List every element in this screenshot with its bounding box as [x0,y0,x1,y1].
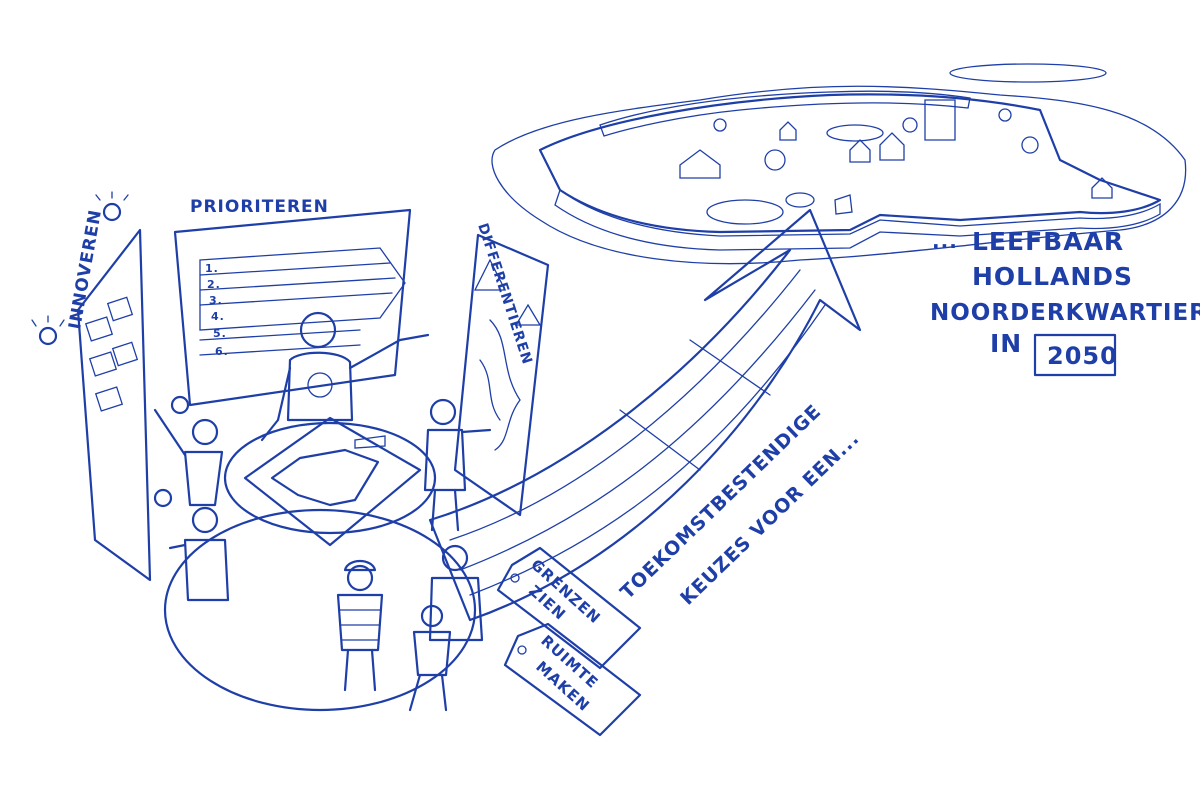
priority-item-5: 5. [213,327,227,340]
goal-dots: ... [932,229,958,253]
prioriteren-board [173,208,412,407]
tag-grenzen-zien [496,546,642,670]
lightbulb-icon [153,488,173,508]
person-left-pointing [153,408,224,507]
person-suit [428,544,484,642]
lightbulb-icon [95,191,129,222]
goal-line2: HOLLANDS [972,262,1133,291]
innoveren-label: INNOVEREN [65,208,106,331]
priority-item-4: 4. [211,310,225,323]
priority-list: 1. 2. 3. 4. 5. 6. [205,262,229,358]
goal-line3: NOORDERKWARTIER [930,300,1200,326]
person-woman-map [423,398,492,532]
priority-item-6: 6. [215,345,229,358]
person-hardhat [336,559,384,692]
innoveren-panel [76,228,152,582]
priority-item-3: 3. [209,294,223,307]
lightbulb-icon [170,395,190,415]
year-box [1033,333,1117,377]
island-landscape [491,63,1187,265]
presenter-figure [260,311,430,442]
lightbulb-icon [31,315,65,346]
goal-year: 2050 [1047,342,1118,370]
future-arrow [428,208,862,622]
goal-line1: LEEFBAAR [972,227,1124,256]
differentieren-label: DIFFERENTIEREN [474,221,535,367]
differentieren-panel [453,233,550,517]
tag-ruimte-maken [503,622,642,737]
priority-item-2: 2. [207,278,221,291]
goal-in: IN [990,329,1022,358]
floor-platform [163,508,477,712]
map-table [223,416,437,547]
priority-item-1: 1. [205,262,219,275]
person-child [408,604,452,712]
prioriteren-label: PRIORITEREN [190,197,329,217]
person-woman-left [168,506,230,602]
